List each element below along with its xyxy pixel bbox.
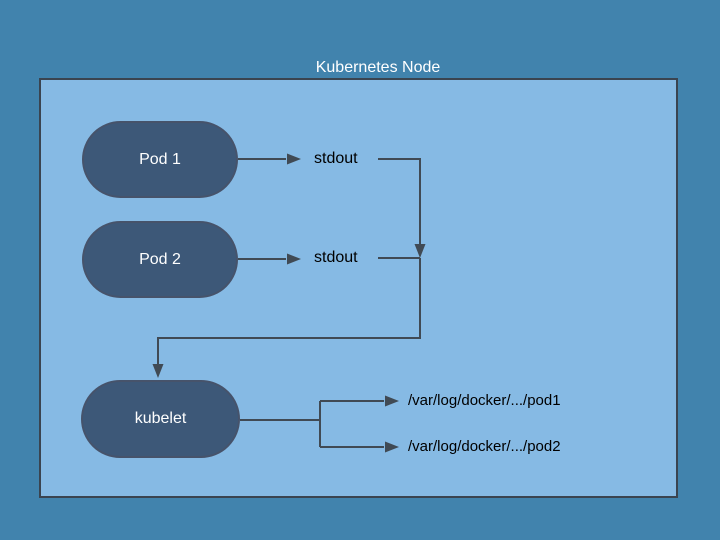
node-pod2: Pod 2 xyxy=(82,221,238,298)
node-kubelet: kubelet xyxy=(81,380,240,458)
label-log-path-pod1: /var/log/docker/.../pod1 xyxy=(408,392,561,409)
kubernetes-node-title: Kubernetes Node xyxy=(315,59,441,76)
node-kubelet-label: kubelet xyxy=(134,410,187,427)
label-log-path-pod2: /var/log/docker/.../pod2 xyxy=(408,438,561,455)
node-pod2-label: Pod 2 xyxy=(139,250,181,268)
node-pod1-label: Pod 1 xyxy=(139,150,181,168)
label-stdout-pod1: stdout xyxy=(314,150,358,167)
node-pod1: Pod 1 xyxy=(82,121,238,198)
label-stdout-pod2: stdout xyxy=(314,249,358,266)
